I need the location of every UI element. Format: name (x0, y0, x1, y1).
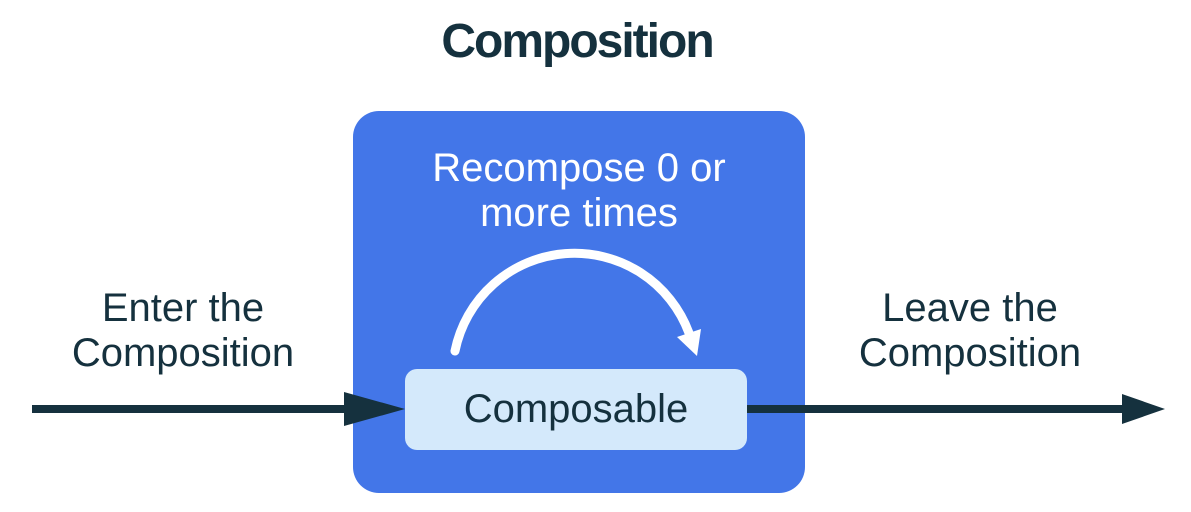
leave-composition-label: Leave the Composition (820, 286, 1120, 376)
leave-label-line2: Composition (858, 331, 1082, 375)
leave-arrow-head-icon (1122, 394, 1165, 424)
recompose-label-line2: more times (480, 191, 678, 235)
leave-label-line1: Leave the (882, 286, 1058, 330)
composable-node: Composable (405, 369, 747, 450)
diagram-title: Composition (441, 15, 714, 68)
enter-composition-label: Enter the Composition (33, 286, 333, 376)
enter-label-line2: Composition (71, 331, 295, 375)
composable-label: Composable (463, 387, 689, 431)
recompose-label-line1: Recompose 0 or (432, 146, 726, 190)
recompose-label: Recompose 0 or more times (399, 146, 759, 236)
enter-label-line1: Enter the (101, 286, 265, 330)
